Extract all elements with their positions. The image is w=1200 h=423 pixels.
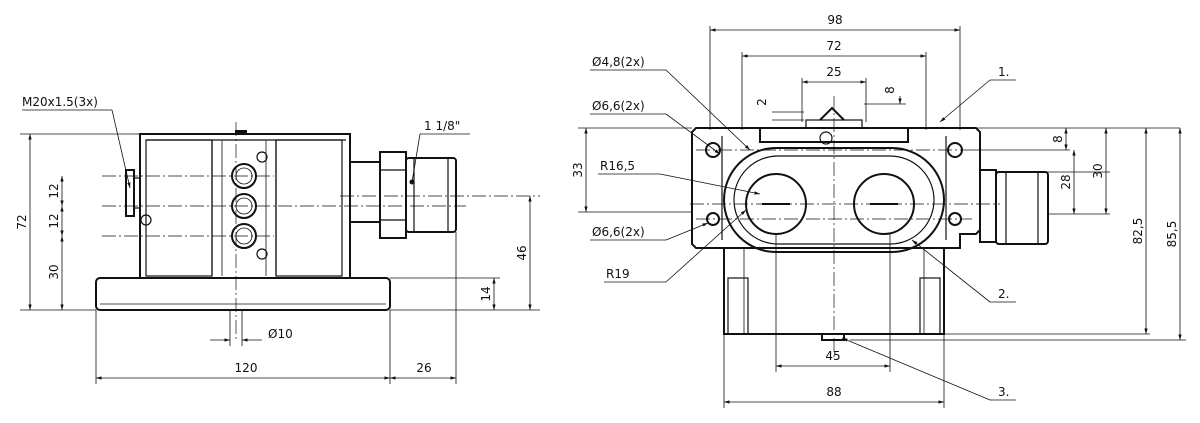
dim-hole-10: Ø10 (268, 327, 293, 341)
fitting-body (405, 157, 457, 233)
dim-flange-14: 14 (479, 286, 493, 301)
front-fitting-neck (979, 169, 997, 243)
dim-foot-45: 45 (825, 349, 840, 363)
dim-foot-88: 88 (826, 385, 841, 399)
dim-pitch-lower: 12 (47, 213, 61, 228)
base-plate (95, 277, 391, 311)
housing-outline (691, 127, 981, 249)
fitting-neck (349, 161, 381, 223)
label-radius-19: R19 (606, 267, 630, 281)
callout-2: 2. (998, 287, 1009, 301)
dim-right-8: 8 (1051, 135, 1065, 143)
dim-slot-25: 25 (826, 65, 841, 79)
dim-right-28: 28 (1059, 174, 1073, 189)
dim-slot-2: 2 (755, 98, 769, 106)
thread-label: M20x1.5(3x) (22, 95, 98, 109)
side-view: 72 30 12 12 M20x1.5(3x) 1 1/8" 46 14 Ø10 (15, 95, 540, 384)
dim-pitch-upper: 12 (47, 183, 61, 198)
label-hole-6-6-bottom: Ø6,6(2x) (592, 225, 645, 239)
dim-left-33: 33 (571, 162, 585, 177)
dim-fitting-26: 26 (416, 361, 431, 375)
callout-1: 1. (998, 65, 1009, 79)
dim-pitch-72: 72 (826, 39, 841, 53)
dim-height-72: 72 (15, 214, 29, 229)
label-hole-4-8: Ø4,8(2x) (592, 55, 645, 69)
dim-right-82-5: 82,5 (1131, 218, 1145, 245)
fitting-label: 1 1/8" (424, 119, 460, 133)
dim-axis-46: 46 (515, 245, 529, 260)
dim-right-30: 30 (1091, 163, 1105, 178)
dim-top-8: 8 (883, 86, 897, 94)
dim-right-85-5: 85,5 (1165, 221, 1179, 248)
gland-stub (125, 169, 135, 217)
dim-outer-98: 98 (827, 13, 842, 27)
fitting-hex (379, 151, 407, 239)
label-radius-16-5: R16,5 (600, 159, 635, 173)
label-hole-6-6-top: Ø6,6(2x) (592, 99, 645, 113)
callout-3: 3. (998, 385, 1009, 399)
dim-length-120: 120 (235, 361, 258, 375)
front-view: 98 72 25 2 8 8 28 30 82,5 85,5 (571, 13, 1186, 408)
dim-base-30: 30 (47, 264, 61, 279)
front-fitting-body (995, 171, 1049, 245)
